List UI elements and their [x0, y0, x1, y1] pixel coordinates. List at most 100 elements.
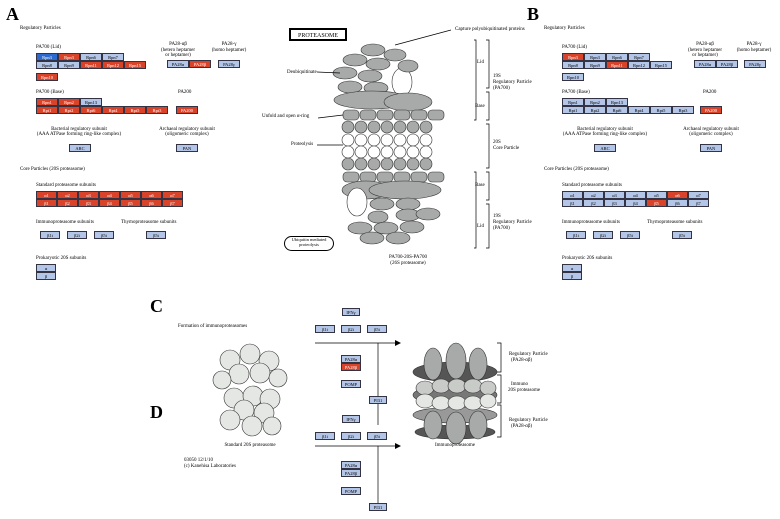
- gene-box[interactable]: Rpt3: [672, 106, 694, 114]
- gene-box[interactable]: Rpn6: [80, 53, 102, 61]
- gene-box[interactable]: β1: [562, 199, 583, 207]
- gene-box[interactable]: β6: [667, 199, 688, 207]
- gene-box[interactable]: Rpn3: [36, 53, 58, 61]
- gene-box[interactable]: Rpn15: [650, 61, 672, 69]
- gene-box[interactable]: β4: [99, 199, 120, 207]
- gene-box[interactable]: IFNγ: [342, 308, 360, 316]
- gene-box[interactable]: ARC: [69, 144, 91, 152]
- gene-box[interactable]: Rpn6: [606, 53, 628, 61]
- gene-box[interactable]: β5i: [94, 231, 114, 239]
- gene-box[interactable]: β2: [57, 199, 78, 207]
- gene-box[interactable]: β6: [141, 199, 162, 207]
- gene-box[interactable]: Rpt4: [628, 106, 650, 114]
- gene-box[interactable]: Rpt3: [146, 106, 168, 114]
- gene-box[interactable]: POMP: [341, 487, 361, 495]
- gene-box[interactable]: β: [36, 272, 56, 280]
- gene-box[interactable]: β3: [604, 199, 625, 207]
- gene-box[interactable]: Rpn13: [80, 98, 102, 106]
- gene-box[interactable]: Rpt6: [606, 106, 628, 114]
- gene-box[interactable]: ARC: [594, 144, 616, 152]
- gene-box[interactable]: α5: [646, 191, 667, 199]
- gene-box[interactable]: β1i: [315, 432, 335, 440]
- gene-box[interactable]: Rpn13: [606, 98, 628, 106]
- gene-box[interactable]: Rpn7: [628, 53, 650, 61]
- gene-box[interactable]: β1i: [315, 325, 335, 333]
- gene-box[interactable]: Rpt2: [584, 106, 606, 114]
- gene-box[interactable]: α: [36, 264, 56, 272]
- gene-box[interactable]: β5i: [620, 231, 640, 239]
- gene-box[interactable]: β2i: [67, 231, 87, 239]
- gene-box[interactable]: Rpt6: [80, 106, 102, 114]
- gene-box[interactable]: Rpn10: [36, 73, 58, 81]
- gene-box[interactable]: Rpn3: [584, 53, 606, 61]
- gene-box[interactable]: β5i: [367, 432, 387, 440]
- gene-box[interactable]: Rpn9: [58, 61, 80, 69]
- gene-box[interactable]: α7: [688, 191, 709, 199]
- gene-box[interactable]: β5: [120, 199, 141, 207]
- gene-box[interactable]: β5i: [367, 325, 387, 333]
- gene-box[interactable]: PA28α: [341, 461, 361, 469]
- gene-box[interactable]: α: [562, 264, 582, 272]
- gene-box[interactable]: PI31: [369, 503, 387, 511]
- gene-box[interactable]: PA28γ: [218, 60, 240, 68]
- gene-box[interactable]: β7: [162, 199, 183, 207]
- gene-box[interactable]: β2i: [341, 432, 361, 440]
- gene-box[interactable]: PA28γ: [744, 60, 766, 68]
- gene-box[interactable]: Rpn7: [102, 53, 124, 61]
- gene-box[interactable]: α2: [57, 191, 78, 199]
- gene-box[interactable]: β2: [583, 199, 604, 207]
- gene-box[interactable]: α6: [141, 191, 162, 199]
- gene-box[interactable]: Rpn11: [606, 61, 628, 69]
- gene-box[interactable]: PA200: [176, 106, 198, 114]
- gene-box[interactable]: Rpn9: [584, 61, 606, 69]
- gene-box[interactable]: PA28α: [167, 60, 189, 68]
- gene-box[interactable]: α1: [562, 191, 583, 199]
- gene-box[interactable]: α1: [36, 191, 57, 199]
- gene-box[interactable]: Rpt1: [36, 106, 58, 114]
- gene-box[interactable]: PA28α: [341, 355, 361, 363]
- gene-box[interactable]: Rpn10: [562, 73, 584, 81]
- gene-box[interactable]: Rpn15: [124, 61, 146, 69]
- gene-box[interactable]: IFNγ: [342, 415, 360, 423]
- gene-box[interactable]: β5t: [146, 231, 166, 239]
- gene-box[interactable]: β3: [78, 199, 99, 207]
- gene-box[interactable]: β1i: [40, 231, 60, 239]
- gene-box[interactable]: β7: [688, 199, 709, 207]
- gene-box[interactable]: β2i: [593, 231, 613, 239]
- gene-box[interactable]: α4: [625, 191, 646, 199]
- gene-box[interactable]: Rpn8: [36, 61, 58, 69]
- gene-box[interactable]: PI31: [369, 396, 387, 404]
- gene-box[interactable]: α4: [99, 191, 120, 199]
- gene-box[interactable]: β1: [36, 199, 57, 207]
- gene-box[interactable]: α6: [667, 191, 688, 199]
- gene-box[interactable]: α3: [78, 191, 99, 199]
- gene-box[interactable]: POMP: [341, 380, 361, 388]
- gene-box[interactable]: Rpn3: [58, 53, 80, 61]
- gene-box[interactable]: PA28α: [694, 60, 716, 68]
- gene-box[interactable]: Rpt1: [562, 106, 584, 114]
- gene-box[interactable]: Rpn1: [36, 98, 58, 106]
- proteasome-title[interactable]: PROTEASOME: [289, 28, 347, 41]
- gene-box[interactable]: α3: [604, 191, 625, 199]
- gene-box[interactable]: PAN: [700, 144, 722, 152]
- gene-box[interactable]: β5: [646, 199, 667, 207]
- gene-box[interactable]: Rpn3: [562, 53, 584, 61]
- gene-box[interactable]: Rpn2: [584, 98, 606, 106]
- gene-box[interactable]: PAN: [176, 144, 198, 152]
- gene-box[interactable]: Rpn2: [58, 98, 80, 106]
- gene-box[interactable]: Rpn1: [562, 98, 584, 106]
- gene-box[interactable]: PA28β: [716, 60, 738, 68]
- gene-box[interactable]: β5t: [672, 231, 692, 239]
- gene-box[interactable]: β1i: [566, 231, 586, 239]
- gene-box[interactable]: PA28β: [341, 469, 361, 477]
- gene-box[interactable]: Rpn8: [562, 61, 584, 69]
- gene-box[interactable]: α5: [120, 191, 141, 199]
- gene-box[interactable]: PA28β: [189, 60, 211, 68]
- gene-box[interactable]: α7: [162, 191, 183, 199]
- gene-box[interactable]: Rpt2: [58, 106, 80, 114]
- gene-box[interactable]: α2: [583, 191, 604, 199]
- gene-box[interactable]: β2i: [341, 325, 361, 333]
- gene-box[interactable]: Rpt5: [650, 106, 672, 114]
- gene-box[interactable]: PA200: [700, 106, 722, 114]
- gene-box[interactable]: Rpt4: [102, 106, 124, 114]
